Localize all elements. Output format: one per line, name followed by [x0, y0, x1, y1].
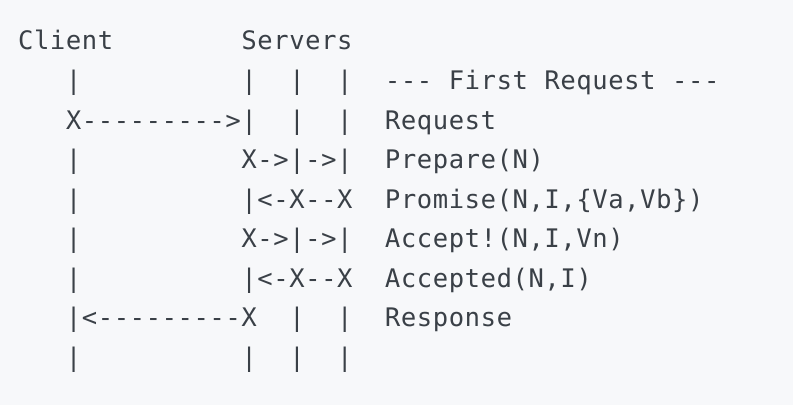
message-row-accept: | X->|->| Accept!(N,I,Vn): [18, 224, 625, 254]
column-headers-row: Client Servers: [18, 26, 353, 56]
message-row-response: |<---------X | | Response: [18, 303, 513, 333]
message-row-prepare: | X->|->| Prepare(N): [18, 145, 545, 175]
message-row-promise: | |<-X--X Promise(N,I,{Va,Vb}): [18, 184, 704, 215]
lifelines-bottom-row: | | | |: [18, 342, 353, 373]
message-row-request: X--------->| | | Request: [18, 105, 497, 136]
message-row-accepted: | |<-X--X Accepted(N,I): [18, 263, 593, 294]
ascii-art-block: Client Servers | | | | --- First Request…: [18, 22, 720, 378]
lifelines-top-row: | | | | --- First Request ---: [18, 66, 720, 96]
